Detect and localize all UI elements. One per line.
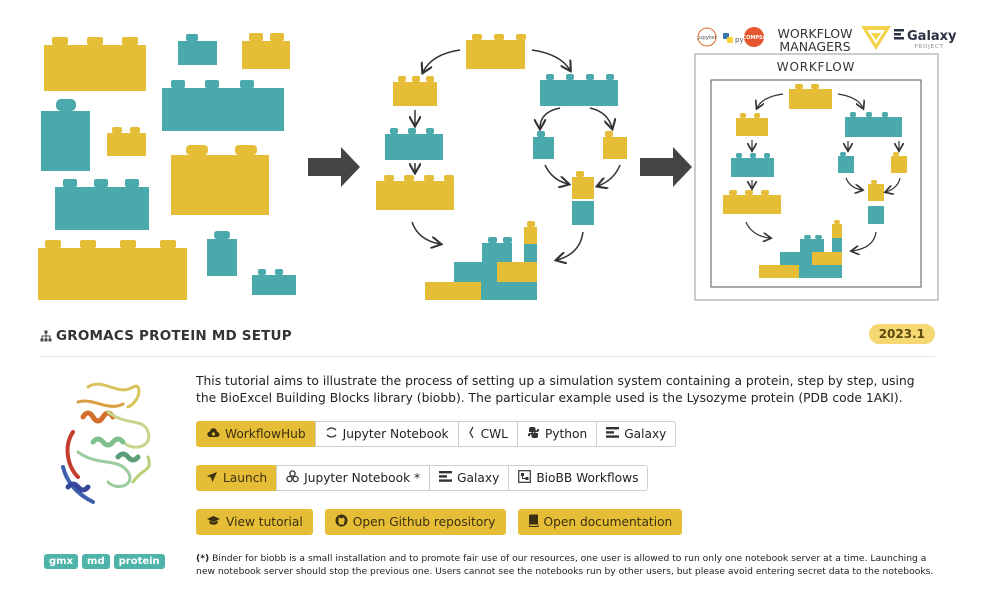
tag-gmx[interactable]: gmx (44, 554, 79, 569)
download-buttons-group: WorkflowHub Jupyter Notebook CWL Python … (196, 421, 677, 447)
cwl-icon (468, 426, 476, 442)
sitemap-icon (40, 330, 52, 346)
version-badge: 2023.1 (868, 324, 935, 344)
biobb-workflows-button[interactable]: BioBB Workflows (508, 465, 649, 491)
galaxy-icon (439, 471, 453, 485)
resources-buttons-group: View tutorial Open Github repository Ope… (196, 509, 683, 535)
jupyter-logo-icon: jupyter (696, 27, 718, 47)
galaxy-logo-icon: Galaxy PROJECT (894, 29, 957, 50)
footnote-marker: (*) (196, 553, 210, 564)
workflow-graph (376, 34, 627, 300)
book-icon (528, 514, 539, 530)
cwl-button[interactable]: CWL (457, 421, 518, 447)
arrow-right-icon (640, 147, 692, 187)
lysozyme-protein-image (61, 382, 151, 504)
open-documentation-button[interactable]: Open documentation (517, 509, 683, 535)
binder-jupyter-notebook-button[interactable]: Jupyter Notebook * (276, 465, 431, 491)
cwl-triangle-logo-icon (861, 26, 891, 50)
binder-icon (286, 470, 299, 486)
scattered-blocks (38, 33, 296, 300)
graduation-icon (206, 515, 221, 530)
page-title-text: GROMACS PROTEIN MD SETUP (56, 328, 292, 344)
tag-protein[interactable]: protein (113, 554, 165, 569)
workflow-banner-illustration: WORKFLOW jupyter py COMPSs WORKFLOW MANA… (38, 26, 957, 301)
svg-text:jupyter: jupyter (696, 35, 717, 41)
cloud-icon (206, 427, 220, 442)
workflowhub-button[interactable]: WorkflowHub (196, 421, 316, 447)
view-tutorial-button[interactable]: View tutorial (196, 509, 313, 535)
footnote-text: Binder for biobb is a small installation… (196, 553, 934, 577)
tags-list: gmx md protein (44, 554, 165, 569)
svg-text:PROJECT: PROJECT (914, 44, 943, 50)
page-title: GROMACS PROTEIN MD SETUP (40, 328, 292, 346)
jupyter-notebook-button[interactable]: Jupyter Notebook (314, 421, 459, 447)
galaxy-icon (606, 427, 620, 441)
svg-text:Galaxy: Galaxy (907, 29, 957, 44)
binder-footnote: (*) Binder for biobb is a small installa… (196, 552, 936, 578)
compss-logo-icon: COMPSs (742, 27, 766, 47)
python-icon (527, 426, 540, 442)
workflow-managers-title: WORKFLOW (778, 26, 853, 41)
workflow-managers-panel: WORKFLOW jupyter py COMPSs WORKFLOW MANA… (694, 26, 957, 301)
rocket-icon (206, 471, 218, 486)
python-button[interactable]: Python (516, 421, 598, 447)
launch-buttons-group: Launch Jupyter Notebook * Galaxy BioBB W… (196, 465, 649, 491)
galaxy-launch-button[interactable]: Galaxy (429, 465, 510, 491)
python-logo-icon: py (723, 33, 744, 44)
svg-text:COMPSs: COMPSs (742, 35, 765, 41)
jupyter-icon (325, 426, 338, 442)
github-icon (335, 514, 348, 530)
arrow-right-icon (308, 147, 360, 187)
open-github-repository-button[interactable]: Open Github repository (324, 509, 506, 535)
title-row: GROMACS PROTEIN MD SETUP 2023.1 (40, 322, 935, 357)
workflows-icon (518, 470, 532, 486)
workflow-managers-title: MANAGERS (779, 39, 850, 54)
svg-text:py: py (735, 36, 744, 44)
galaxy-button[interactable]: Galaxy (596, 421, 677, 447)
launch-button[interactable]: Launch (196, 465, 278, 491)
workflow-label: WORKFLOW (777, 60, 855, 74)
tag-md[interactable]: md (82, 554, 110, 569)
tutorial-description: This tutorial aims to illustrate the pro… (196, 374, 915, 405)
